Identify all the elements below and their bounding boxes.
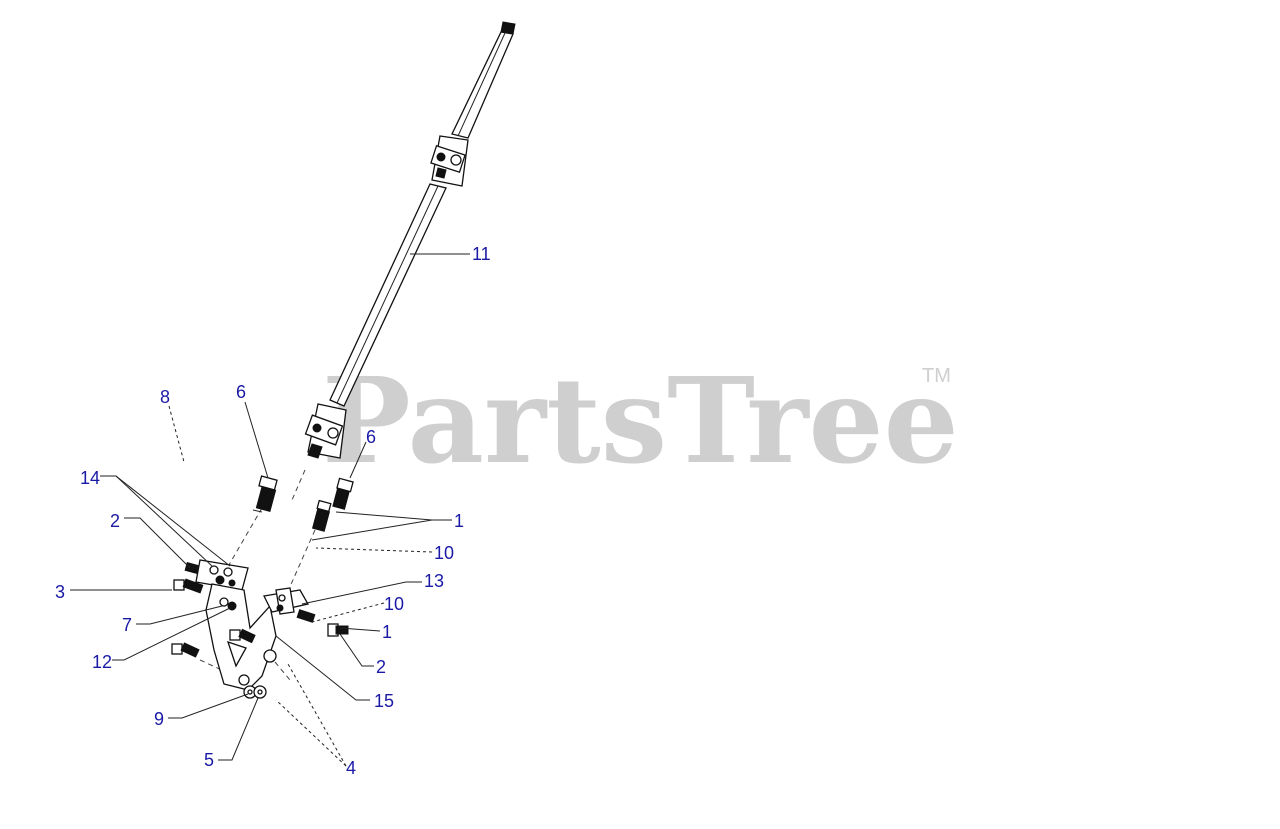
callout-1-lower: 1 <box>382 622 392 642</box>
steering-shaft <box>304 21 516 459</box>
watermark-text: PartsTree <box>322 351 959 490</box>
bolt-1-upper <box>312 499 332 532</box>
callout-11: 11 <box>472 244 491 264</box>
callout-13: 13 <box>424 571 444 591</box>
washers <box>243 685 267 699</box>
callout-15: 15 <box>374 691 394 711</box>
bolt-6-right <box>332 477 354 510</box>
right-bracket <box>263 587 310 615</box>
bolt-6-left <box>252 475 278 513</box>
loose-bolts <box>171 578 349 658</box>
left-bracket <box>184 559 249 591</box>
callout-14: 14 <box>80 468 100 488</box>
leader-lines <box>70 253 470 767</box>
callout-6-left: 6 <box>236 382 246 402</box>
callout-8: 8 <box>160 387 170 407</box>
lower-u-joint <box>304 403 347 459</box>
callout-4: 4 <box>346 758 356 778</box>
upper-shaft <box>451 31 514 139</box>
main-shaft-tube <box>329 183 447 407</box>
callout-2-left: 2 <box>110 511 120 531</box>
callout-numbers: 11 8 6 6 14 1 2 10 3 13 10 7 1 12 2 15 9… <box>55 244 491 778</box>
callout-6-right: 6 <box>366 427 376 447</box>
watermark-trademark: TM <box>922 365 951 387</box>
callout-2-right: 2 <box>376 657 386 677</box>
callout-10-upper: 10 <box>434 543 454 563</box>
callout-1-upper: 1 <box>454 511 464 531</box>
callout-7: 7 <box>122 615 132 635</box>
callout-10-lower: 10 <box>384 594 404 614</box>
callout-3: 3 <box>55 582 65 602</box>
parts-tree-watermark: PartsTree TM <box>322 351 959 490</box>
callout-9: 9 <box>154 709 164 729</box>
callout-12: 12 <box>92 652 112 672</box>
callout-5: 5 <box>204 750 214 770</box>
upper-u-joint <box>430 135 469 187</box>
